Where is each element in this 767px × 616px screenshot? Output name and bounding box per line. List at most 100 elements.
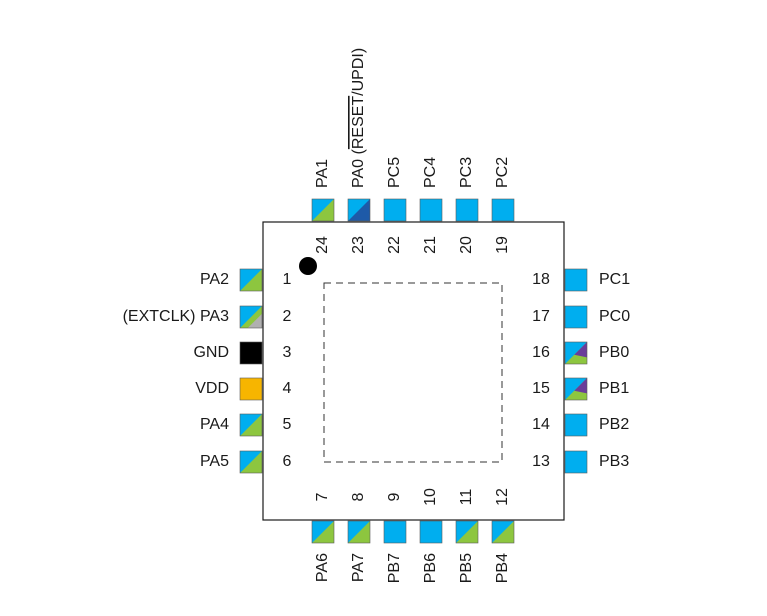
pin-18-pad-outline [564, 268, 588, 292]
pin-14-label: PB2 [599, 416, 629, 433]
pin-3-pad-outline [239, 341, 263, 365]
pin-1-pad-outline [239, 268, 263, 292]
pin-13-label: PB3 [599, 453, 629, 470]
pin-2-label: (EXTCLK) PA3 [123, 308, 230, 325]
pin-22-label: PC5 [386, 157, 403, 188]
pin-3-pad-base [240, 342, 262, 364]
pin-20-pad-base [456, 199, 478, 221]
pin-18-pad-base [565, 269, 587, 291]
pin-11-number: 11 [458, 489, 475, 506]
pin-15-number: 15 [532, 380, 550, 397]
pin-10-number: 10 [422, 488, 439, 506]
pin-4-label: VDD [195, 380, 229, 397]
pin-13-pad-base [565, 451, 587, 473]
pin-23-number: 23 [350, 236, 367, 254]
pin-5-pad-outline [239, 413, 263, 437]
pin-15-pad-outline [564, 377, 588, 401]
pin1-marker [299, 257, 317, 275]
reset-active-low: RESET [350, 96, 367, 150]
pin-5-pad [239, 413, 263, 437]
pin-21-pad [419, 198, 443, 222]
pin-9-pad-base [384, 521, 406, 543]
pin-7-pad-outline [311, 520, 335, 544]
pin-14-pad [564, 413, 588, 437]
pin-13-pad [564, 450, 588, 474]
pin-13-number: 13 [532, 453, 550, 470]
pin-9-pad [383, 520, 407, 544]
pin-22-pad-base [384, 199, 406, 221]
pin-7-pad-analog-segment [312, 521, 334, 543]
pin-14-number: 14 [532, 416, 550, 433]
pin-17-pad-base [565, 306, 587, 328]
pin-20-label: PC3 [458, 157, 475, 188]
pin-4-number: 4 [283, 380, 292, 397]
pin-23-pad [347, 198, 371, 222]
pin-8-label: PA7 [350, 553, 367, 582]
pin-12-pad-outline [491, 520, 515, 544]
pin-21-pad-base [420, 199, 442, 221]
pin-24-label: PA1 [314, 159, 331, 188]
pin-24-number: 24 [314, 236, 331, 254]
pin-12-number: 12 [494, 488, 511, 506]
pin-6-number: 6 [283, 453, 292, 470]
pin-23-pad-outline [347, 198, 371, 222]
pin-22-pad [383, 198, 407, 222]
pin-2-pad [239, 305, 263, 329]
pin-23-label: PA0 (RESET/UPDI) [350, 48, 367, 188]
pin-7-pad [311, 520, 335, 544]
pin-17-pad-outline [564, 305, 588, 329]
pin-8-pad-analog-segment [348, 521, 370, 543]
pin-13-pad-outline [564, 450, 588, 474]
pin-2-pad-extclk-segment [247, 313, 262, 328]
pin-11-pad-analog-segment [456, 521, 478, 543]
pin-12-pad [491, 520, 515, 544]
pin-24-pad-outline [311, 198, 335, 222]
pin-5-pad-analog-segment [240, 414, 262, 436]
pin-12-pad-analog-segment [492, 521, 514, 543]
pin-16-pad-outline [564, 341, 588, 365]
pin-16-label: PB0 [599, 344, 629, 361]
pin-11-pad [455, 520, 479, 544]
pin-5-number: 5 [283, 416, 292, 433]
pin-6-pad-analog-segment [240, 451, 262, 473]
pin-10-pad-base [420, 521, 442, 543]
pin-8-number: 8 [350, 492, 367, 501]
pin-9-pad-outline [383, 520, 407, 544]
pin-1-label: PA2 [200, 271, 229, 288]
pin-4-pad [239, 377, 263, 401]
pin-20-number: 20 [458, 236, 475, 254]
pin-9-label: PB7 [386, 553, 403, 583]
pin-21-number: 21 [422, 236, 439, 254]
pin-3-label: GND [193, 344, 229, 361]
pin-19-pad-base [492, 199, 514, 221]
pin-18-pad [564, 268, 588, 292]
exposed-pad-outline [323, 282, 503, 463]
pin-10-pad [419, 520, 443, 544]
pin-17-pad [564, 305, 588, 329]
pin-10-label: PB6 [422, 553, 439, 583]
pin-8-pad [347, 520, 371, 544]
pin-15-label: PB1 [599, 380, 629, 397]
pin-17-number: 17 [532, 308, 550, 325]
pin-15-pad [564, 377, 588, 401]
pin-20-pad-outline [455, 198, 479, 222]
pin-11-label: PB5 [458, 553, 475, 583]
pin-14-pad-base [565, 414, 587, 436]
pin-18-number: 18 [532, 271, 550, 288]
pin-21-pad-outline [419, 198, 443, 222]
pin-2-number: 2 [283, 308, 292, 325]
pin-1-pad-analog-segment [240, 269, 262, 291]
pin-24-pad [311, 198, 335, 222]
pin-7-number: 7 [314, 492, 331, 501]
pin-9-number: 9 [386, 492, 403, 501]
pin-22-pad-outline [383, 198, 407, 222]
pin-5-label: PA4 [200, 416, 229, 433]
pin-20-pad [455, 198, 479, 222]
pin-11-pad-outline [455, 520, 479, 544]
pin-19-number: 19 [494, 236, 511, 254]
pin-15-pad-tosc-segment [574, 378, 587, 394]
pin-19-pad-outline [491, 198, 515, 222]
pin-12-label: PB4 [494, 553, 511, 583]
